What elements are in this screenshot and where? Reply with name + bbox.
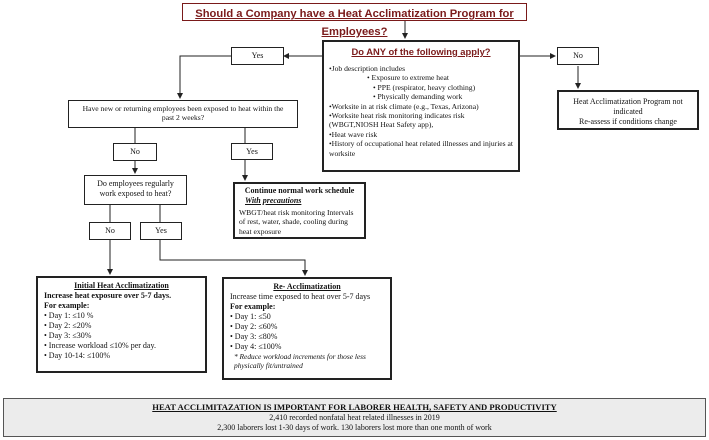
criteria-item: • PPE (respirator, heavy clothing) xyxy=(373,82,476,92)
initial-item: • Day 1: ≤10 % xyxy=(44,311,94,320)
initial-line1: Increase heat exposure over 5-7 days. xyxy=(44,291,172,300)
footer-heading: HEAT ACCLIMITAZATION IS IMPORTANT FOR LA… xyxy=(152,402,557,412)
continue-body: WBGT/heat risk monitoring Intervals of r… xyxy=(239,208,354,236)
criteria-list: •Job description includes • Exposure to … xyxy=(324,59,518,158)
page-title-box: Should a Company have a Heat Acclimatiza… xyxy=(182,3,527,38)
question2-text: Do employees regularly work exposed to h… xyxy=(97,179,174,198)
reacclim-item: • Day 4: ≤100% xyxy=(230,342,282,351)
initial-heading: Initial Heat Acclimatization xyxy=(74,281,169,290)
criteria-item: •Job description includes xyxy=(329,64,406,73)
no-program-box: Heat Acclimatization Program not indicat… xyxy=(557,90,699,130)
reacclim-heading: Re- Acclimatization xyxy=(273,282,341,291)
reacclim-example: For example: xyxy=(230,302,276,311)
criteria-heading: Do ANY of the following apply? xyxy=(351,46,491,57)
arrow-yes-to-reacclim xyxy=(159,240,308,276)
initial-item: • Day 3: ≤30% xyxy=(44,331,92,340)
criteria-item: •Heat wave risk xyxy=(329,129,378,139)
yes-label: Yes xyxy=(246,147,258,156)
no-box-criteria: No xyxy=(557,47,599,65)
initial-item: • Day 2: ≤20% xyxy=(44,321,92,330)
reacclim-item: • Day 2: ≤60% xyxy=(230,322,278,331)
arrow-yes-to-question1 xyxy=(177,55,231,99)
yes-label: Yes xyxy=(155,226,167,235)
no-box-q1: No xyxy=(113,143,157,161)
reacclim-line1: Increase time exposed to heat over 5-7 d… xyxy=(230,292,371,301)
reacclim-item: • Day 3: ≤80% xyxy=(230,332,278,341)
no-program-line2: Re-assess if conditions change xyxy=(579,117,677,126)
question2-box: Do employees regularly work exposed to h… xyxy=(84,175,187,205)
reacclim-list: • Day 1: ≤50 • Day 2: ≤60% • Day 3: ≤80%… xyxy=(230,312,384,352)
no-label: No xyxy=(573,51,583,60)
criteria-box: Do ANY of the following apply? •Job desc… xyxy=(322,40,520,172)
yes-label: Yes xyxy=(251,51,264,60)
initial-list: • Day 1: ≤10 % • Day 2: ≤20% • Day 3: ≤3… xyxy=(44,311,199,361)
criteria-item: • Exposure to extreme heat xyxy=(367,73,449,83)
no-box-q2: No xyxy=(89,222,131,240)
reacclim-item: • Day 1: ≤50 xyxy=(230,312,271,321)
continue-box: Continue normal work schedule With preca… xyxy=(233,182,366,239)
continue-heading: Continue normal work schedule xyxy=(244,186,355,195)
continue-subheading: With precautions xyxy=(245,196,302,205)
criteria-item: •History of occupational heat related il… xyxy=(329,139,514,158)
footer-line2: 2,300 laborers lost 1-30 days of work. 1… xyxy=(217,423,492,432)
yes-box-q2: Yes xyxy=(140,222,182,240)
footer-box: HEAT ACCLIMITAZATION IS IMPORTANT FOR LA… xyxy=(3,398,706,437)
no-label: No xyxy=(130,147,140,156)
yes-box-criteria: Yes xyxy=(231,47,284,65)
initial-item: • Increase workload ≤10% per day. xyxy=(44,341,156,350)
initial-item: • Day 10-14: ≤100% xyxy=(44,351,111,360)
criteria-item: •Worksite heat risk monitoring indicates… xyxy=(329,111,465,130)
footer-line1: 2,410 recorded nonfatal heat related ill… xyxy=(269,413,440,422)
reacclimatization-box: Re- Acclimatization Increase time expose… xyxy=(222,277,392,380)
no-label: No xyxy=(105,226,115,235)
page-title: Should a Company have a Heat Acclimatiza… xyxy=(195,8,514,38)
question1-text: Have new or returning employees been exp… xyxy=(82,104,284,123)
yes-box-q1: Yes xyxy=(231,143,273,160)
initial-example: For example: xyxy=(44,301,90,310)
no-program-line1: Heat Acclimatization Program not indicat… xyxy=(573,97,683,116)
criteria-item: • Physically demanding work xyxy=(373,92,463,102)
criteria-item: •Worksite in at risk climate (e.g., Texa… xyxy=(329,101,479,111)
initial-acclimatization-box: Initial Heat Acclimatization Increase he… xyxy=(36,276,207,373)
question1-box: Have new or returning employees been exp… xyxy=(68,100,298,128)
reacclim-note: * Reduce workload increments for those l… xyxy=(234,352,366,370)
